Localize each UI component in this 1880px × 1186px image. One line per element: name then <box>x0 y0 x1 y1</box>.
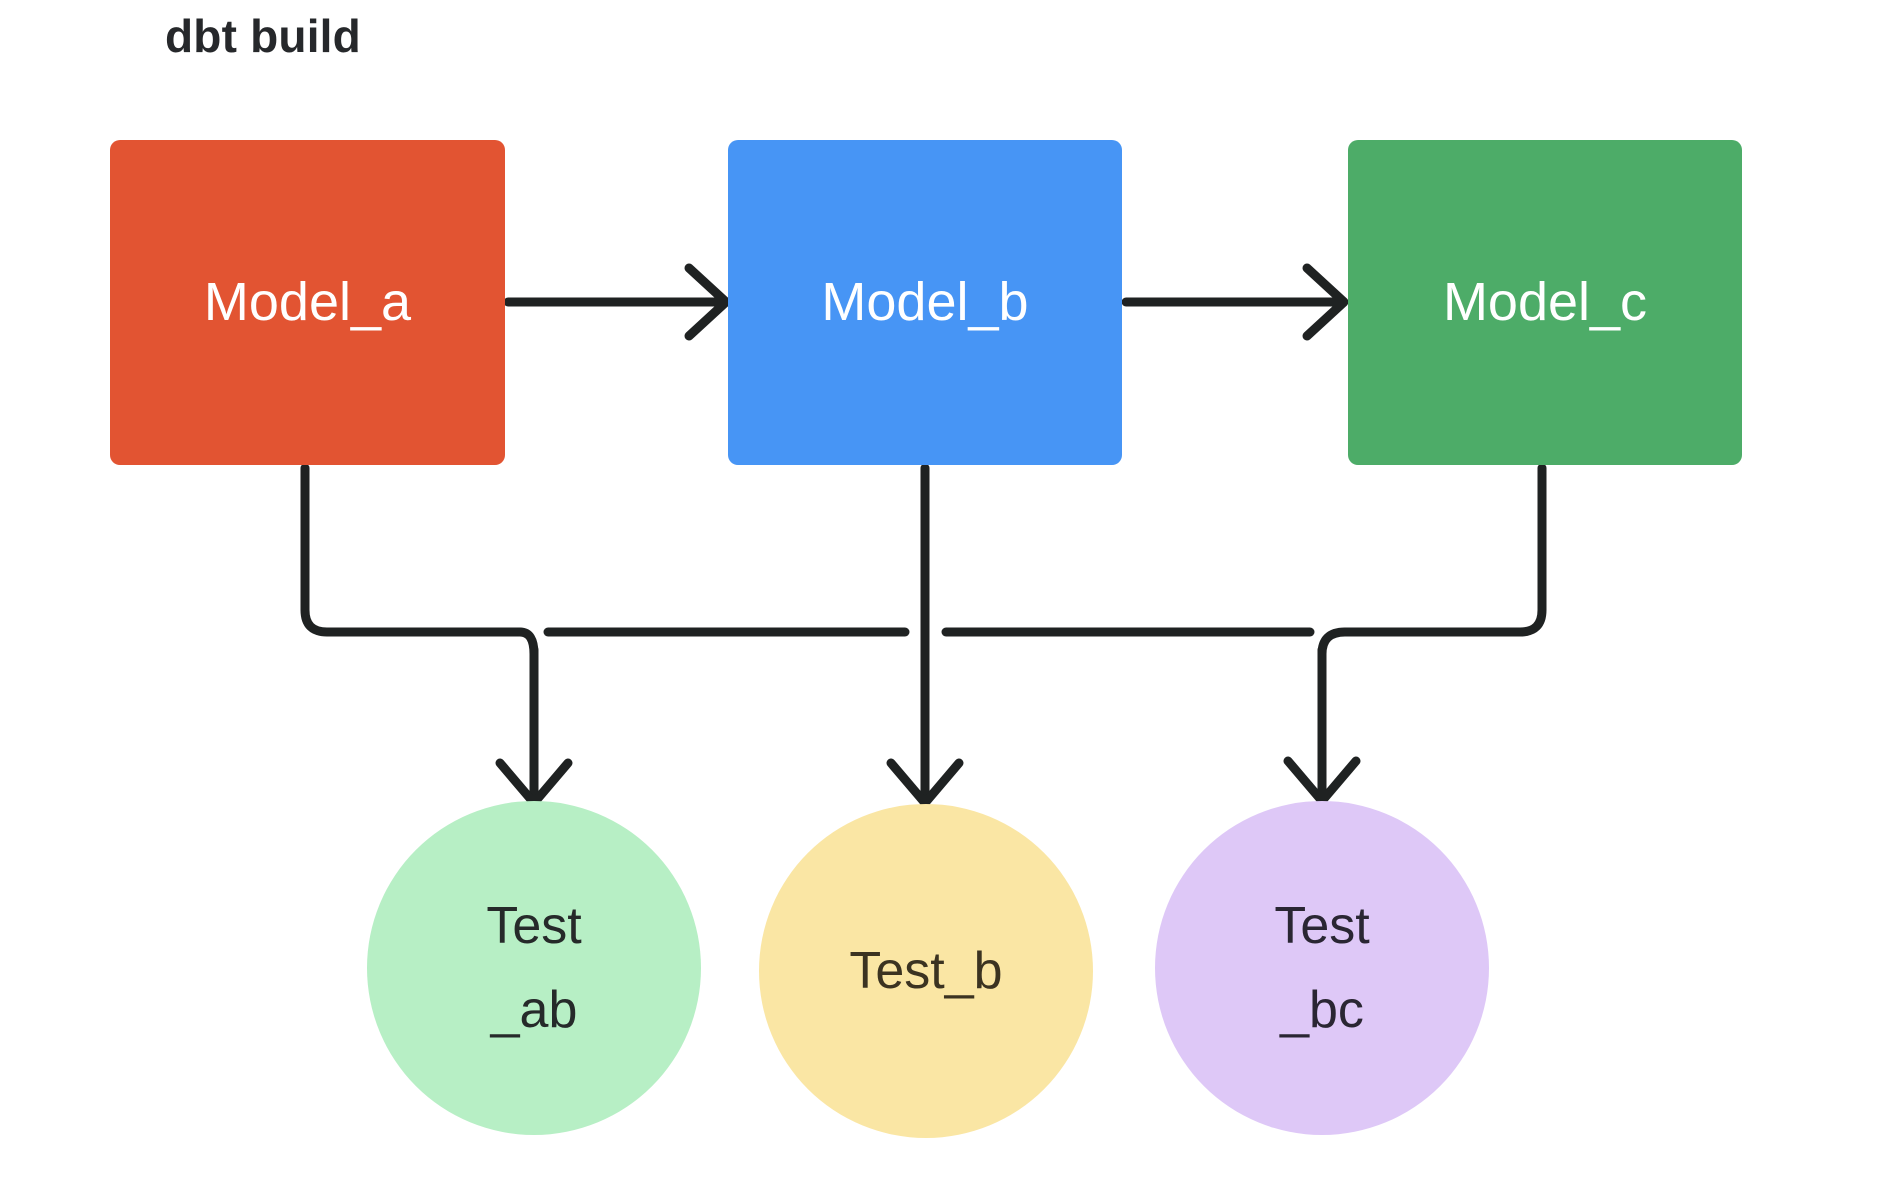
node-model-b-label: Model_b <box>821 272 1029 333</box>
edge-bus-left <box>515 627 910 659</box>
edge-bus-right <box>941 627 1350 659</box>
edge-model-b-to-model-c <box>1121 263 1349 341</box>
node-model-a-label: Model_a <box>203 272 412 333</box>
node-model-b[interactable]: Model_b <box>728 140 1122 465</box>
page-title: dbt build <box>165 10 361 62</box>
edge-bus-to-test-ab <box>495 645 573 808</box>
edge-model-a-to-bus <box>300 463 525 637</box>
node-model-c[interactable]: Model_c <box>1348 140 1742 465</box>
node-test-ab-label: Test _ab <box>486 896 582 1039</box>
node-test-ab[interactable]: Test _ab <box>367 801 701 1135</box>
node-test-bc-label: Test _bc <box>1274 896 1370 1039</box>
edge-bus-to-test-bc <box>1283 645 1361 806</box>
node-test-b-label: Test_b <box>849 941 1003 1000</box>
edge-model-c-to-bus <box>1340 463 1547 637</box>
edge-model-a-to-model-b <box>503 263 731 341</box>
node-test-bc[interactable]: Test _bc <box>1155 801 1489 1135</box>
node-model-a[interactable]: Model_a <box>110 140 505 465</box>
edge-model-b-to-test-b <box>886 463 964 808</box>
node-model-c-label: Model_c <box>1442 272 1648 333</box>
node-test-b[interactable]: Test_b <box>759 804 1093 1138</box>
